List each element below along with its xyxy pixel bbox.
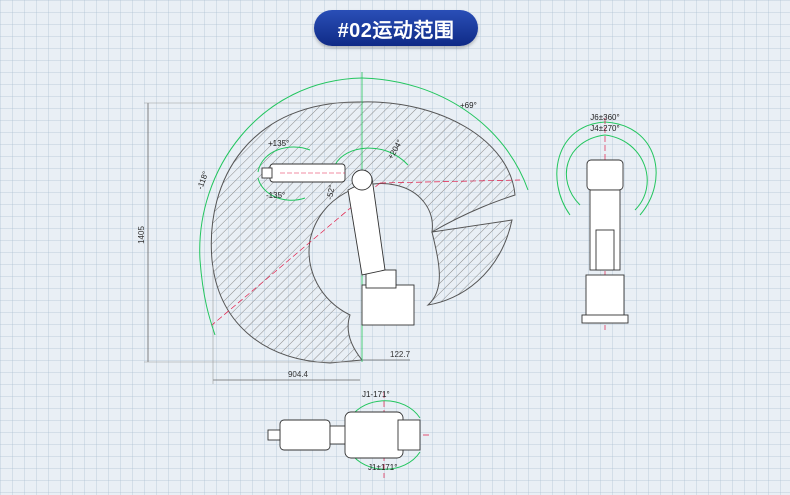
j1-bottom-angle-label: J1±171° bbox=[368, 463, 397, 472]
j1-top-angle-label: J1-171° bbox=[362, 390, 390, 399]
j2-upper-angle: +69° bbox=[460, 101, 477, 110]
robot-side-body bbox=[261, 163, 415, 326]
j3-negative-angle: -52° bbox=[325, 184, 336, 200]
j6-angle-label: J6±360° bbox=[590, 113, 619, 122]
robot-top-body bbox=[267, 411, 421, 459]
j4-angle-label: J4±270° bbox=[590, 124, 619, 133]
height-dimension-label: 1405 bbox=[137, 226, 146, 244]
j5-positive-angle: +135° bbox=[268, 139, 289, 148]
j5-negative-angle: -135° bbox=[266, 191, 285, 200]
j2-lower-angle: -118° bbox=[195, 170, 210, 191]
front-view: J6±360° J4±270° bbox=[556, 113, 657, 330]
reach-dimension-label: 904.4 bbox=[288, 370, 309, 379]
side-view: 1405 904.4 122.7 +69° -118° +204° -52° +… bbox=[137, 72, 529, 384]
page-title: #02运动范围 bbox=[314, 10, 478, 46]
robot-front-body bbox=[581, 159, 629, 324]
offset-dimension-label: 122.7 bbox=[390, 350, 411, 359]
top-view: J1-171° J1±171° bbox=[267, 390, 430, 478]
